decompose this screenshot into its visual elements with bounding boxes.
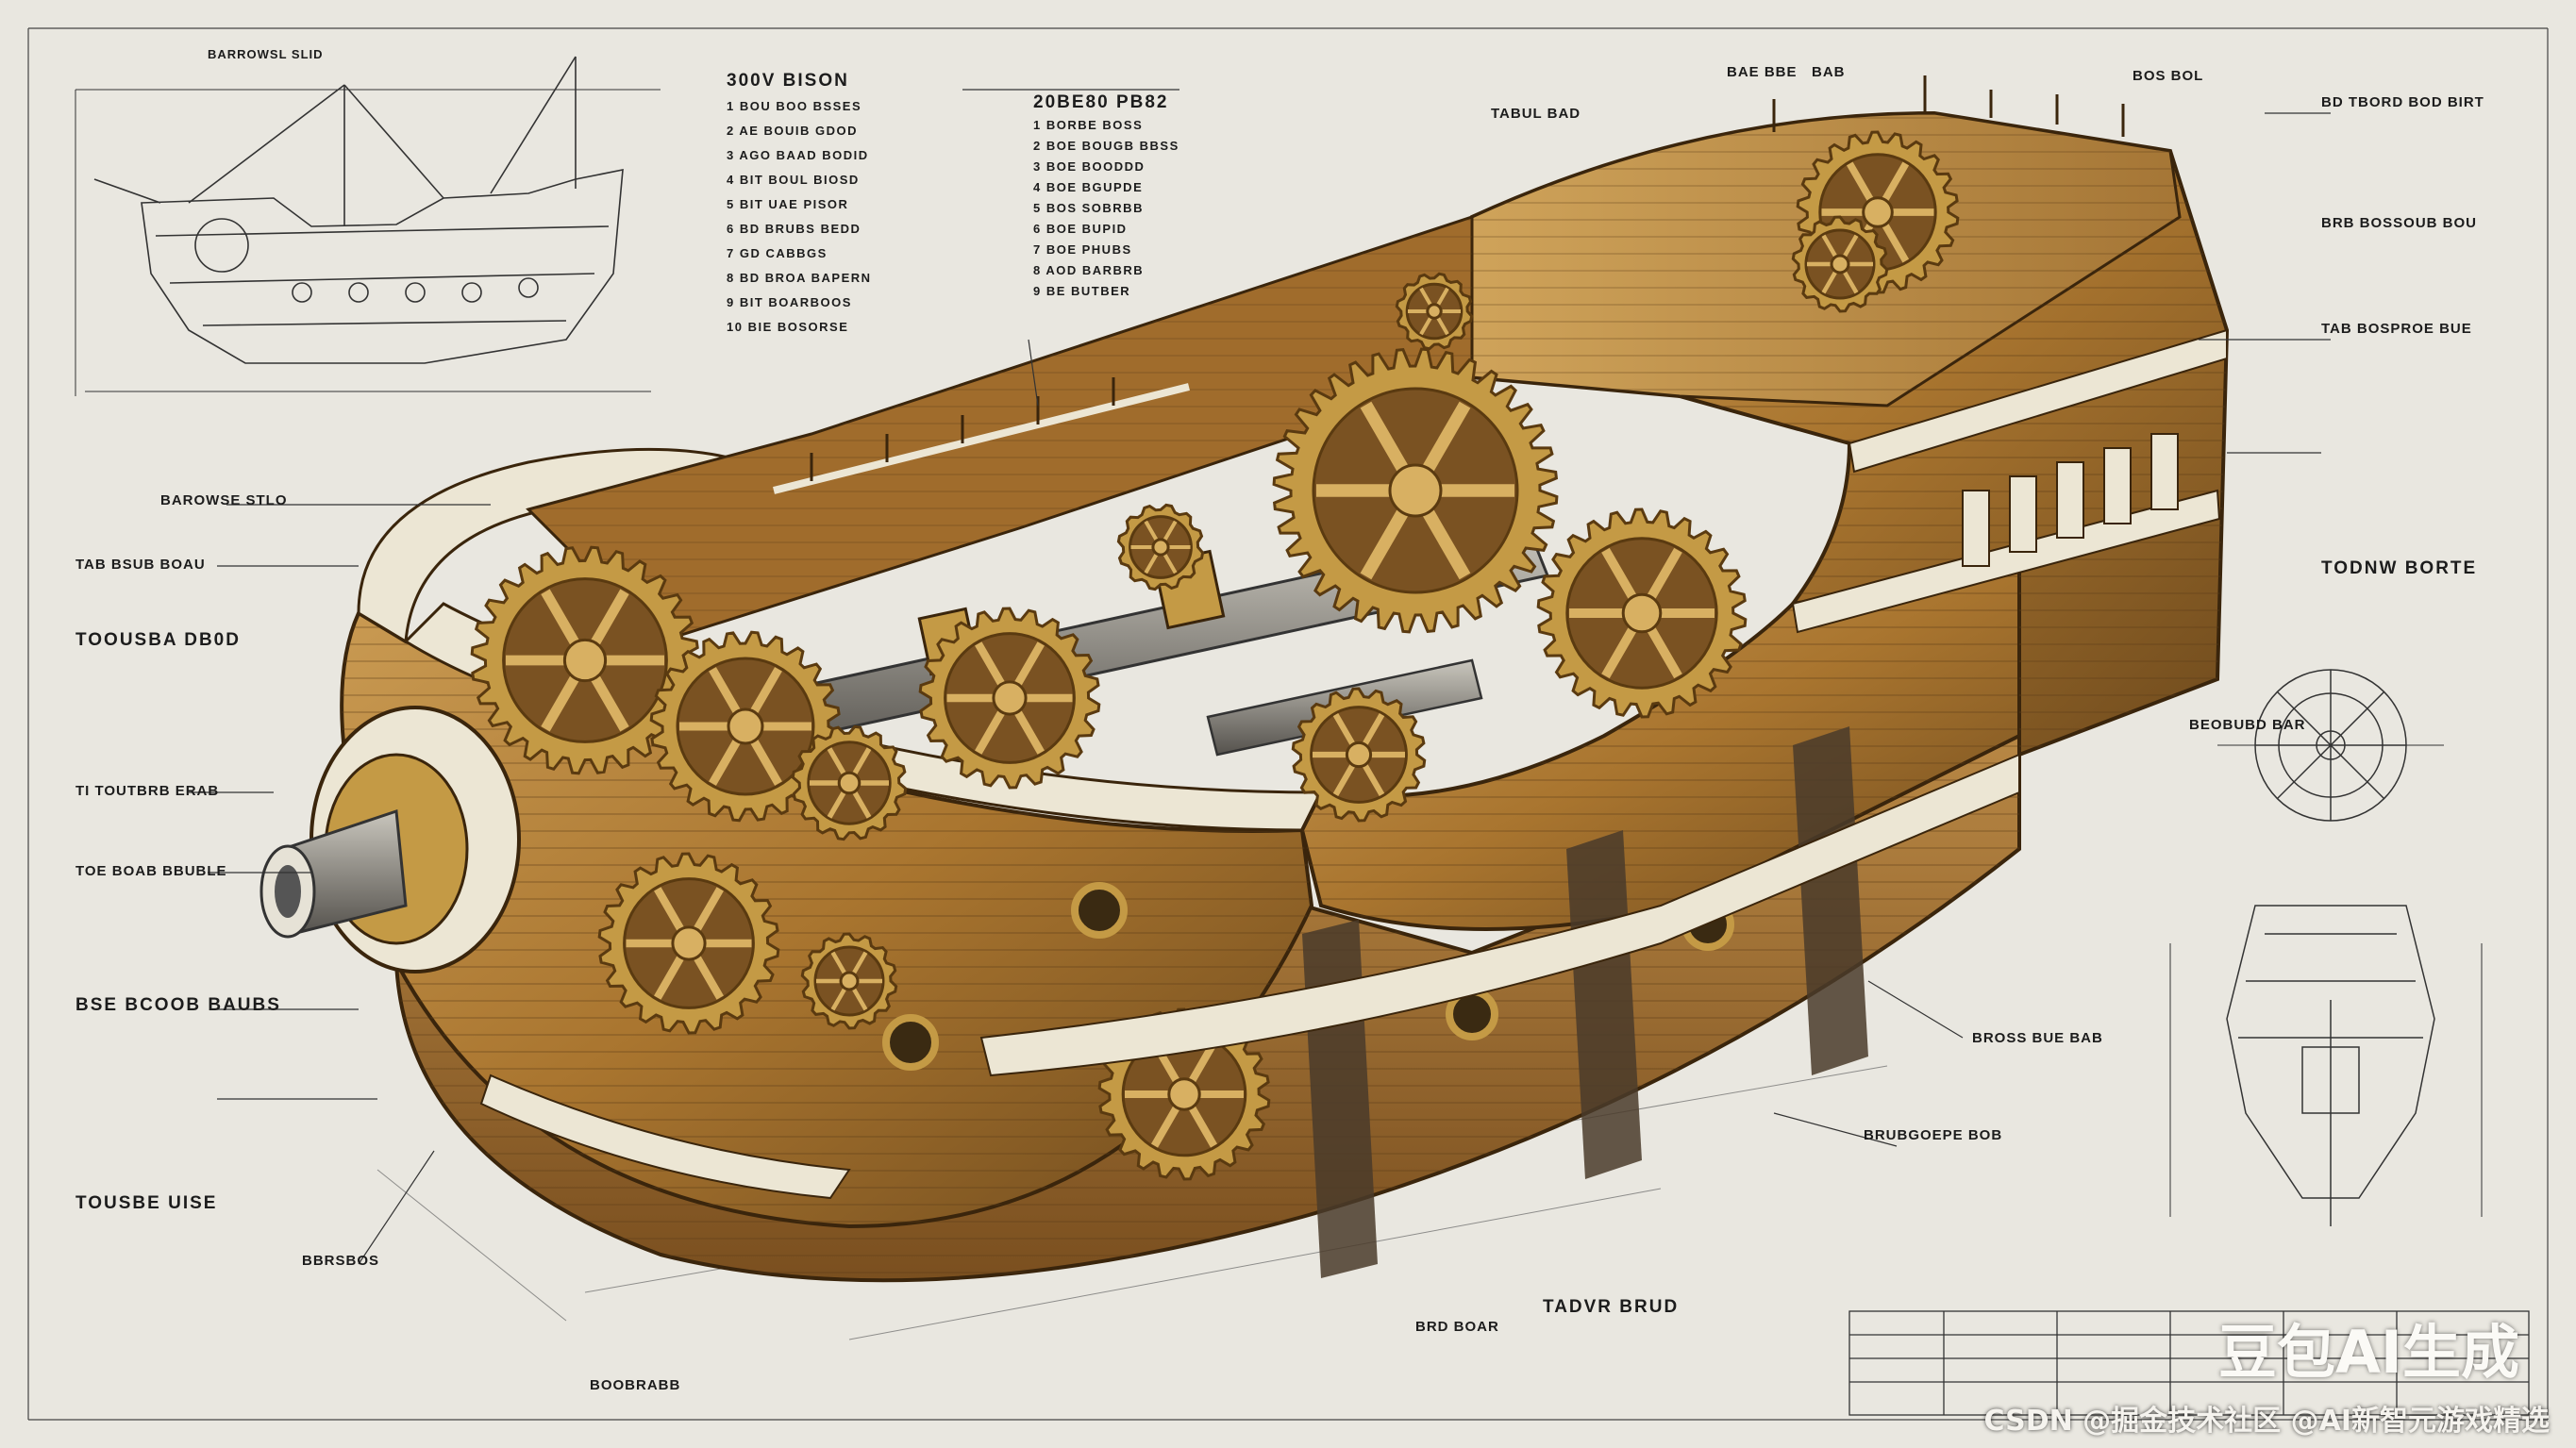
- callout-bottom: BRD BOAR: [1415, 1319, 1499, 1335]
- gear: [1395, 272, 1474, 351]
- callout-left: TOOUSBA DB0D: [75, 630, 241, 650]
- callout-left: TOUSBE UISE: [75, 1193, 218, 1213]
- spec-line: 4 BIT BOUL BIOSD: [727, 173, 860, 187]
- spec-line: 9 BIT BOARBOOS: [727, 295, 852, 309]
- spec-list: 1 BOU BOO BSSES 2 AE BOUIB GDOD 3 AGO BA…: [727, 94, 872, 340]
- callout-bottom: TADVR BRUD: [1543, 1297, 1680, 1317]
- gear: [918, 607, 1101, 790]
- watermark-credit: CSDN @掘金技术社区 @AI新智元游戏精选: [1983, 1405, 2550, 1438]
- callout-top: TABUL BAD: [1491, 106, 1581, 122]
- callout-right: BEOBUBD BAR: [2189, 717, 2306, 733]
- callout-right: BRB BOSSOUB BOU: [2321, 215, 2478, 231]
- callout-right: TAB BOSPROE BUE: [2321, 321, 2472, 337]
- mid-line: 5 BOS SOBRBB: [1033, 201, 1144, 215]
- callout-left: BSE BCOOB BAUBS: [75, 995, 281, 1015]
- gear-layer: [470, 130, 1960, 1181]
- callout-right: BD TBORD BOD BIRT: [2321, 94, 2484, 110]
- watermark-brand: 豆包AI生成: [2217, 1318, 2519, 1387]
- stern-elevation-drawing: [2169, 905, 2483, 1226]
- callout-left: TI TOUTBRB ERAB: [75, 783, 220, 799]
- spec-header: 300V BISON: [727, 71, 849, 91]
- cutaway-ship: [259, 75, 2230, 1340]
- gear: [1791, 215, 1889, 313]
- gear: [800, 932, 898, 1030]
- mid-line: 2 BOE BOUGB BBSS: [1033, 139, 1179, 153]
- callout-right: BROSS BUE BAB: [1972, 1030, 2103, 1046]
- callout-top: BAB: [1812, 64, 1846, 80]
- gear: [1116, 503, 1205, 591]
- spec-line: 7 GD CABBGS: [727, 246, 828, 260]
- gear: [1272, 347, 1559, 634]
- callout-bottom: BBRSBOS: [302, 1253, 380, 1269]
- mid-line: 1 BORBE BOSS: [1033, 118, 1144, 132]
- gear: [470, 545, 700, 775]
- callout-top: BAE BBE: [1727, 64, 1798, 80]
- callout-bottom: BOOBRABB: [590, 1377, 681, 1393]
- spec-line: 1 BOU BOO BSSES: [727, 99, 862, 113]
- callout-left: TOE BOAB BBUBLE: [75, 863, 227, 879]
- gear: [1536, 508, 1748, 719]
- mid-line: 9 BE BUTBER: [1033, 284, 1131, 298]
- callout-right: TODNW BORTE: [2321, 558, 2478, 578]
- sheet-frame: [27, 27, 2549, 1421]
- top-left-header: BARROWSL SLID: [208, 47, 324, 61]
- callout-right: BRUBGOEPE BOB: [1864, 1127, 2003, 1143]
- mid-header: 20BE80 PB82: [1033, 92, 1169, 112]
- bow-pipe: [259, 706, 521, 974]
- mid-line: 7 BOE PHUBS: [1033, 242, 1132, 257]
- callout-left: BAROWSE STLO: [160, 492, 288, 508]
- mid-line: 6 BOE BUPID: [1033, 222, 1128, 236]
- callout-leader-lines: [189, 89, 2331, 1265]
- title-block-table: [1848, 1310, 2530, 1416]
- mid-line: 3 BOE BOODDD: [1033, 159, 1146, 174]
- helm-wheel-detail: [2217, 669, 2444, 822]
- gear: [1291, 687, 1427, 823]
- spec-line: 3 AGO BAAD BODID: [727, 148, 869, 162]
- spec-line: 10 BIE BOSORSE: [727, 320, 849, 334]
- mid-line: 8 AOD BARBRB: [1033, 263, 1145, 277]
- mid-list: 1 BORBE BOSS 2 BOE BOUGB BBSS 3 BOE BOOD…: [1033, 115, 1179, 302]
- gear: [791, 724, 908, 841]
- spec-line: 2 AE BOUIB GDOD: [727, 124, 859, 138]
- side-elevation-drawing: [75, 56, 661, 396]
- mid-line: 4 BOE BGUPDE: [1033, 180, 1144, 194]
- callout-left: TAB BSUB BOAU: [75, 557, 206, 573]
- callout-top: BOS BOL: [2133, 68, 2204, 84]
- spec-line: 8 BD BROA BAPERN: [727, 271, 872, 285]
- gear: [597, 852, 780, 1035]
- spec-line: 5 BIT UAE PISOR: [727, 197, 849, 211]
- spec-line: 6 BD BRUBS BEDD: [727, 222, 861, 236]
